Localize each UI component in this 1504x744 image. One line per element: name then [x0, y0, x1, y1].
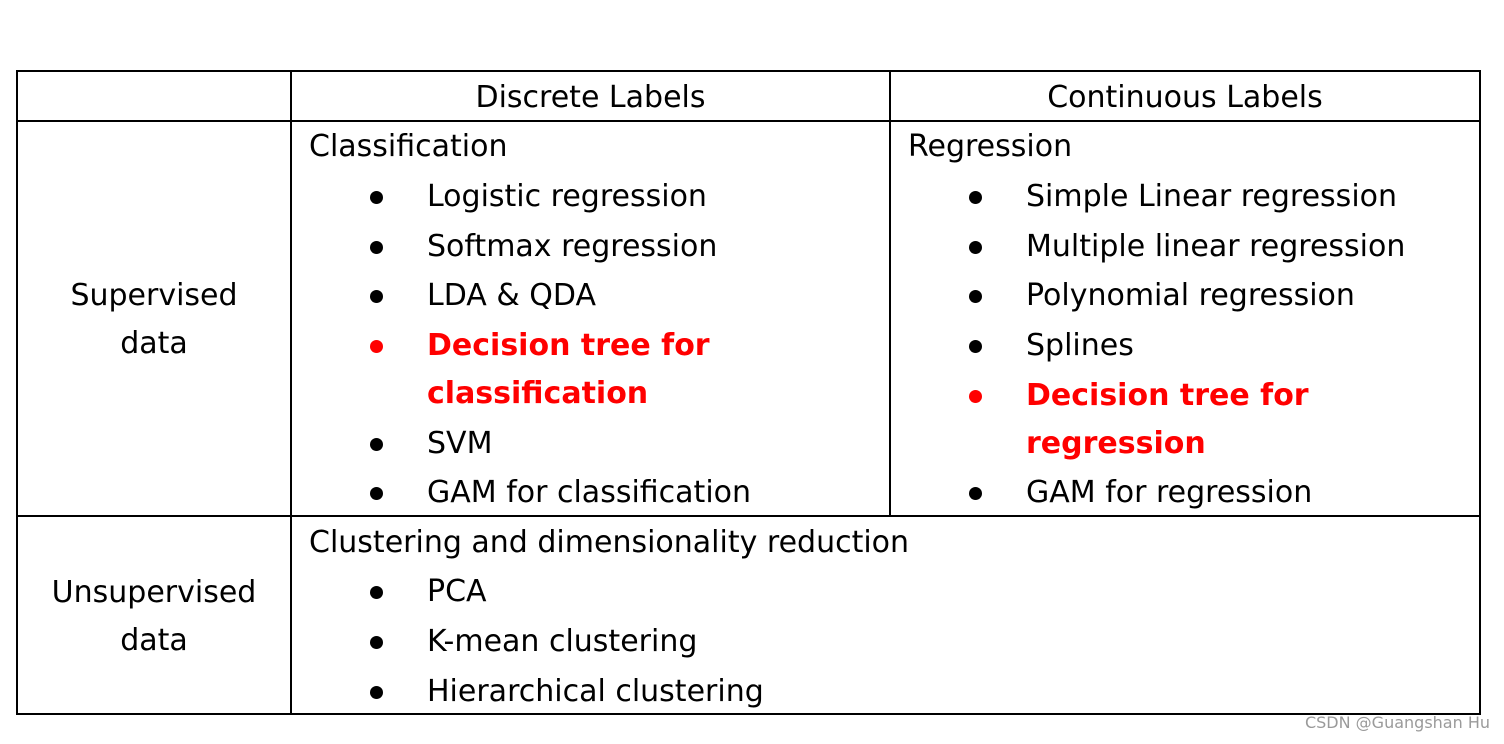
- clustering-title: Clustering and dimensionality reduction: [309, 525, 910, 560]
- column-divider-1: [290, 70, 292, 715]
- bullet-icon: [370, 241, 383, 254]
- table-border-left: [16, 70, 18, 715]
- bullet-icon: [370, 438, 383, 451]
- list-item-highlight-continued: regression: [1026, 426, 1206, 461]
- bullet-icon: [969, 487, 982, 500]
- list-item-highlight: Decision tree for: [1026, 378, 1309, 413]
- bullet-icon: [969, 340, 982, 353]
- column-divider-2: [889, 70, 891, 517]
- list-item: Multiple linear regression: [1026, 229, 1406, 264]
- list-item: Simple Linear regression: [1026, 179, 1398, 214]
- list-item: Logistic regression: [427, 179, 707, 214]
- classification-title: Classification: [309, 129, 508, 164]
- bullet-icon-highlight: [370, 340, 383, 353]
- list-item: GAM for classification: [427, 475, 752, 510]
- row-divider: [16, 515, 1481, 517]
- bullet-icon: [969, 241, 982, 254]
- table-border-top: [16, 70, 1481, 72]
- row-label-unsupervised-line2: data: [120, 623, 188, 658]
- watermark-text: CSDN @Guangshan Hu: [1304, 713, 1490, 732]
- bullet-icon: [370, 191, 383, 204]
- bullet-icon: [370, 636, 383, 649]
- bullet-icon: [370, 487, 383, 500]
- list-item: Polynomial regression: [1026, 278, 1355, 313]
- list-item: GAM for regression: [1026, 475, 1313, 510]
- list-item: Splines: [1026, 328, 1134, 363]
- row-label-unsupervised-line1: Unsupervised: [51, 575, 257, 610]
- bullet-icon-highlight: [969, 390, 982, 403]
- bullet-icon: [370, 586, 383, 599]
- header-continuous-labels: Continuous Labels: [1047, 80, 1323, 115]
- table-border-bottom: [16, 713, 1481, 715]
- bullet-icon: [969, 191, 982, 204]
- list-item: SVM: [427, 426, 493, 461]
- bullet-icon: [969, 290, 982, 303]
- header-discrete-labels: Discrete Labels: [475, 80, 706, 115]
- row-label-supervised-line2: data: [120, 326, 188, 361]
- list-item: PCA: [427, 574, 487, 609]
- row-label-supervised-line1: Supervised: [70, 278, 238, 313]
- list-item-highlight: Decision tree for: [427, 328, 710, 363]
- list-item: K-mean clustering: [427, 624, 698, 659]
- bullet-icon: [370, 686, 383, 699]
- list-item: Softmax regression: [427, 229, 718, 264]
- regression-title: Regression: [908, 129, 1073, 164]
- table-border-right: [1479, 70, 1481, 715]
- list-item: Hierarchical clustering: [427, 674, 764, 709]
- bullet-icon: [370, 290, 383, 303]
- header-row-divider: [16, 120, 1481, 122]
- list-item-highlight-continued: classification: [427, 376, 649, 411]
- list-item: LDA & QDA: [427, 278, 596, 313]
